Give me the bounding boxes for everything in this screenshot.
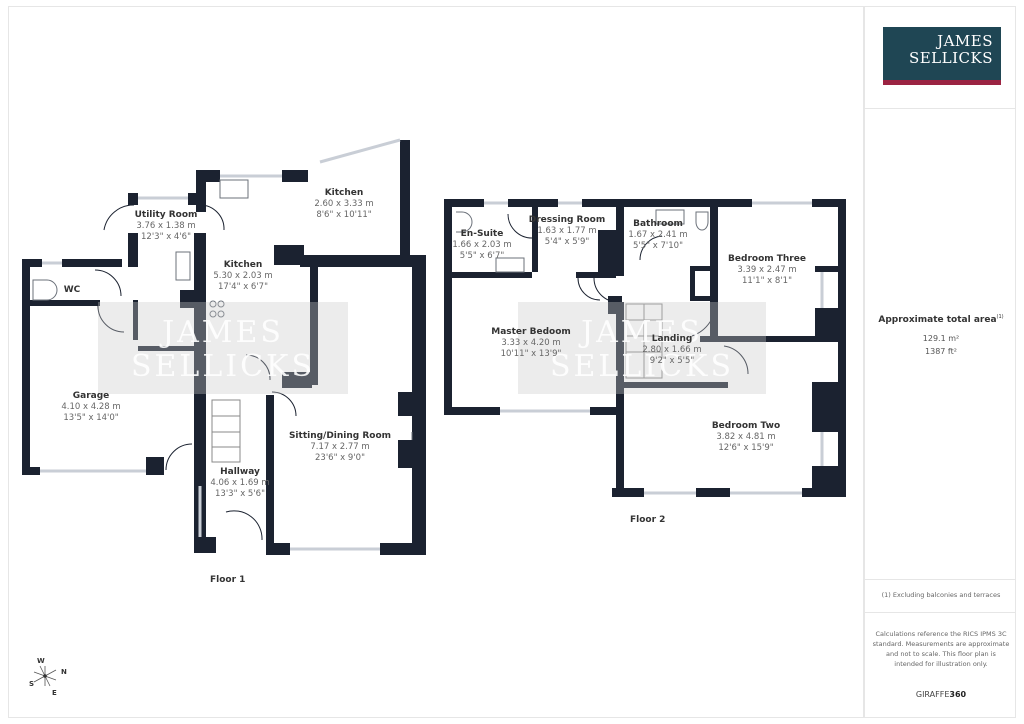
room-metric: 3.76 x 1.38 m xyxy=(136,221,196,231)
room-name: Master Bedoom xyxy=(491,327,571,337)
floor-2-doors xyxy=(411,209,749,440)
compass-north: N xyxy=(61,668,67,676)
room-name: Hallway xyxy=(220,467,260,477)
room-name: Bedroom Two xyxy=(711,421,781,431)
room-imperial: 9'2" x 5'5" xyxy=(649,356,695,366)
compass-icon xyxy=(33,665,57,687)
total-area-title-text: Approximate total area xyxy=(878,315,997,325)
giraffe360-brand: GIRAFFE360 xyxy=(865,690,1017,699)
watermark-line-2: SELLICKS xyxy=(549,349,735,384)
room-metric: 3.33 x 4.20 m xyxy=(501,338,561,348)
total-area-m2: 129.1 m² xyxy=(922,334,960,343)
floor-1-label: Floor 1 xyxy=(210,575,246,585)
room-metric: 3.39 x 2.47 m xyxy=(737,265,797,275)
footnote-section: (1) Excluding balconies and terraces xyxy=(865,579,1015,613)
room-imperial: 10'11" x 13'9" xyxy=(500,349,562,359)
room-metric: 3.82 x 4.81 m xyxy=(716,432,776,442)
logo-text: JAMES SELLICKS xyxy=(909,33,993,67)
total-area-title: Approximate total area(1) xyxy=(865,314,1017,325)
room-wc: WC xyxy=(64,284,81,296)
compass-east: E xyxy=(52,689,57,697)
room-metric: 2.80 x 1.66 m xyxy=(642,345,702,355)
floor-1-windows xyxy=(40,138,401,551)
room-name: Kitchen xyxy=(223,260,263,270)
footnote-text: (1) Excluding balconies and terraces xyxy=(881,591,1001,599)
watermark-line-1: JAMES xyxy=(162,315,284,350)
room-metric: 7.17 x 2.77 m xyxy=(310,442,370,452)
compass-south: S xyxy=(29,680,35,688)
room-metric: 1.67 x 2.41 m xyxy=(628,230,688,240)
room-name: En-Suite xyxy=(460,229,504,239)
room-bedroom-three: Bedroom Three 3.39 x 2.47 m 11'1" x 8'1" xyxy=(728,253,806,287)
room-metric: 1.66 x 2.03 m xyxy=(452,240,512,250)
room-metric: 4.10 x 4.28 m xyxy=(61,402,121,412)
room-sitting-dining-room: Sitting/Dining Room 7.17 x 2.77 m 23'6" … xyxy=(289,430,391,464)
watermark-floor-1: JAMES SELLICKS xyxy=(98,302,348,394)
room-imperial: 12'3" x 4'6" xyxy=(141,232,191,242)
room-imperial: 13'5" x 14'0" xyxy=(63,413,119,423)
room-name: Bedroom Three xyxy=(728,254,806,264)
floorplan-frame xyxy=(8,6,864,718)
room-en-suite: En-Suite 1.66 x 2.03 m 5'5" x 6'7" xyxy=(452,228,511,262)
room-name: Sitting/Dining Room xyxy=(288,431,392,441)
total-area-ft2: 1387 ft² xyxy=(925,347,957,356)
room-imperial: 8'6" x 10'11" xyxy=(316,210,372,220)
floor-2-walls xyxy=(444,199,846,497)
room-landing: Landing 2.80 x 1.66 m 9'2" x 5'5" xyxy=(642,333,701,367)
room-imperial: 12'6" x 15'9" xyxy=(718,443,774,453)
watermark-line-2: SELLICKS xyxy=(130,349,316,384)
brand-part-b: 360 xyxy=(949,690,967,699)
disclaimer-text: Calculations reference the RICS IPMS 3C … xyxy=(872,630,1010,668)
room-metric: 2.60 x 3.33 m xyxy=(314,199,374,209)
room-name: WC xyxy=(63,285,81,295)
room-name: Kitchen xyxy=(324,188,364,198)
logo-line-1: JAMES xyxy=(937,32,993,50)
room-metric: 5.30 x 2.03 m xyxy=(213,271,273,281)
room-dressing-room: Dressing Room 1.63 x 1.77 m 5'4" x 5'9" xyxy=(529,214,605,248)
logo-line-2: SELLICKS xyxy=(908,49,993,67)
floorplan-drawing xyxy=(22,138,846,555)
logo-section: JAMES SELLICKS xyxy=(865,7,1015,109)
room-imperial: 23'6" x 9'0" xyxy=(315,453,365,463)
room-name: Bathroom xyxy=(633,219,683,229)
footnote-mark: (1) xyxy=(996,314,1004,320)
room-imperial: 5'5" x 7'10" xyxy=(633,241,683,251)
floor-2-label: Floor 2 xyxy=(630,515,666,525)
room-utility-room: Utility Room 3.76 x 1.38 m 12'3" x 4'6" xyxy=(135,209,198,243)
room-garage: Garage 4.10 x 4.28 m 13'5" x 14'0" xyxy=(61,390,120,424)
logo-accent-bar xyxy=(883,80,1001,85)
room-imperial: 11'1" x 8'1" xyxy=(742,276,792,286)
room-metric: 1.63 x 1.77 m xyxy=(537,226,597,236)
watermark-line-1: JAMES xyxy=(581,315,703,350)
room-hallway: Hallway 4.06 x 1.69 m 13'3" x 5'6" xyxy=(210,466,269,500)
room-name: Garage xyxy=(72,391,110,401)
watermark-floor-2: JAMES SELLICKS xyxy=(518,302,766,394)
floor-1-walls xyxy=(22,140,426,555)
room-master-bedroom: Master Bedoom 3.33 x 4.20 m 10'11" x 13'… xyxy=(491,326,571,360)
room-kitchen-extension: Kitchen 2.60 x 3.33 m 8'6" x 10'11" xyxy=(314,187,373,221)
room-imperial: 5'4" x 5'9" xyxy=(544,237,590,247)
room-imperial: 13'3" x 5'6" xyxy=(215,489,265,499)
room-bedroom-two: Bedroom Two 3.82 x 4.81 m 12'6" x 15'9" xyxy=(712,420,780,454)
info-sidebar: JAMES SELLICKS Approximate total area(1)… xyxy=(864,6,1016,718)
floor-2-windows xyxy=(484,201,824,495)
room-bathroom: Bathroom 1.67 x 2.41 m 5'5" x 7'10" xyxy=(628,218,687,252)
james-sellicks-logo: JAMES SELLICKS xyxy=(883,27,1001,85)
room-name: Utility Room xyxy=(134,210,198,220)
room-kitchen: Kitchen 5.30 x 2.03 m 17'4" x 6'7" xyxy=(213,259,272,293)
room-metric: 4.06 x 1.69 m xyxy=(210,478,270,488)
room-imperial: 5'5" x 6'7" xyxy=(459,251,505,261)
compass-west: W xyxy=(37,657,45,665)
floor-1-doors xyxy=(32,179,297,541)
brand-part-a: GIRAFFE xyxy=(915,690,950,699)
room-imperial: 17'4" x 6'7" xyxy=(218,282,268,292)
room-name: Landing xyxy=(651,334,693,344)
room-name: Dressing Room xyxy=(528,215,606,225)
